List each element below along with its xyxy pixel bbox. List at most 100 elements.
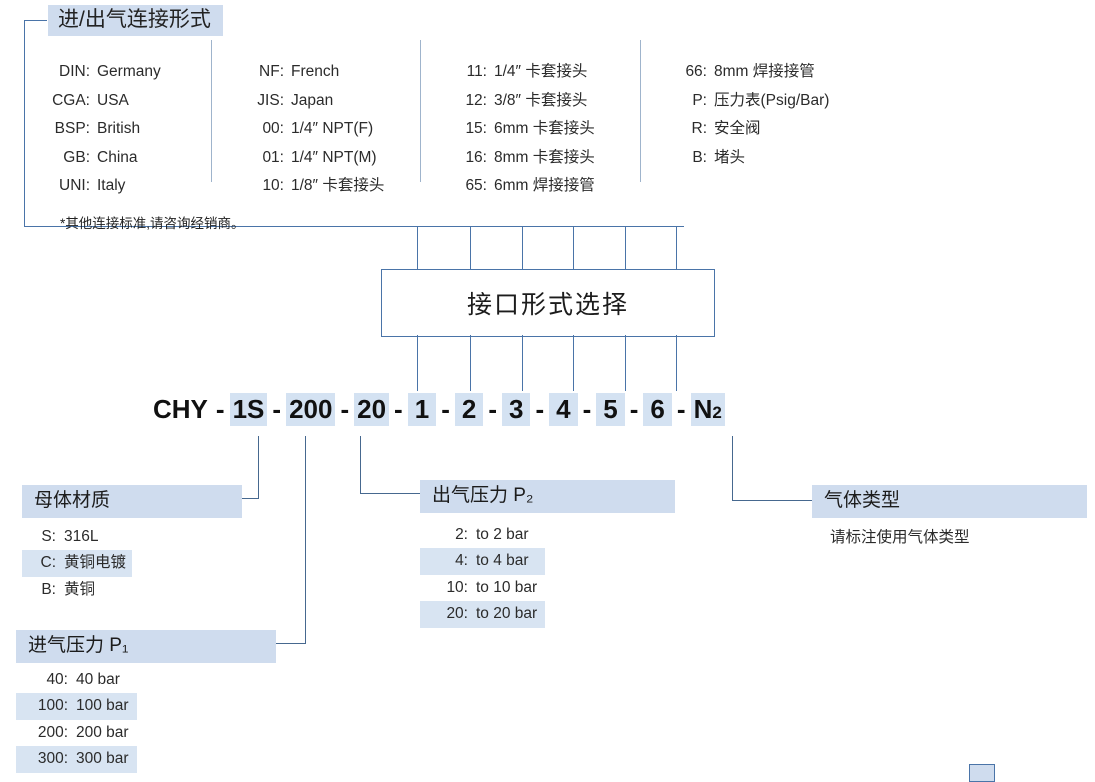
list-item: UNI: Italy [42, 172, 161, 201]
option-key: 200: [37, 723, 68, 741]
option-key: 10: [262, 177, 284, 195]
connector-inlet-horz [272, 643, 306, 644]
option-key: 01: [262, 148, 284, 166]
connection-type-panel: 进/出气连接形式 DIN:Germany CGA:USA BSP:British… [24, 5, 1024, 231]
connector-down-6 [676, 335, 677, 391]
code-token-port-2: 2 [454, 393, 484, 426]
code-token-gas-text: N [693, 394, 713, 424]
option-key: B: [41, 580, 56, 598]
code-token-gas: N2 [690, 393, 725, 426]
model-code: CHY - 1S - 200 - 20 - 1 - 2 - 3 - 4 - 5 … [150, 393, 725, 426]
option-key: DIN: [59, 63, 90, 80]
panel-bottom-border [24, 226, 684, 227]
option-value: Italy [97, 177, 126, 195]
option-key: 20: [446, 605, 468, 623]
option-key: 2: [455, 526, 468, 543]
option-value: 100 bar [76, 697, 129, 715]
option-key: C: [40, 554, 57, 572]
list-item: 16:8mm 卡套接头 [461, 144, 594, 173]
code-token-gas-subscript: 2 [712, 403, 722, 422]
option-key: UNI: [59, 177, 90, 195]
column-divider-1 [211, 40, 212, 182]
list-item: 20: to 20 bar [420, 601, 546, 628]
threads-column: NF: French JIS:Japan 00: 1/4″ NPT(F) 01: 1/… [252, 58, 384, 201]
option-value: 200 bar [76, 723, 129, 741]
code-separator: - [340, 394, 350, 424]
option-value: 1/4″ 卡套接头 [494, 63, 588, 80]
option-key: BSP: [54, 120, 90, 138]
option-key: 65: [465, 177, 487, 195]
option-value: 6mm 卡套接头 [494, 120, 595, 138]
option-value: 黄铜 [64, 580, 96, 598]
list-item: JIS:Japan [252, 87, 384, 116]
code-token-port-1: 1 [407, 393, 437, 426]
option-key: 11: [466, 63, 487, 80]
outlet-pressure-list: 2:to 2 bar 4: to 4 bar 10:to 10 bar 20: to… [420, 522, 546, 628]
list-item: 300:300 bar [16, 746, 137, 773]
option-key: 66: [685, 63, 707, 80]
option-value: Germany [97, 63, 161, 80]
option-value: to 20 bar [476, 605, 538, 623]
option-value: 300 bar [76, 750, 129, 768]
connector-down-3 [522, 335, 523, 391]
list-item: 10:to 10 bar [420, 575, 545, 601]
list-item: 40:40 bar [16, 667, 137, 693]
connector-up-1 [417, 226, 418, 269]
code-token-port-3: 3 [502, 393, 531, 426]
connector-outlet-vert [360, 436, 361, 493]
code-separator: - [441, 394, 450, 424]
option-key: 40: [46, 671, 68, 688]
code-separator: - [582, 394, 592, 424]
list-item: 2:to 2 bar [420, 522, 545, 548]
option-value: USA [97, 91, 129, 109]
code-separator: - [215, 394, 225, 424]
list-item: 15: 6mm 卡套接头 [461, 115, 595, 144]
list-item: 66: 8mm 焊接接管 [681, 58, 829, 87]
option-value: 8mm 焊接接管 [714, 63, 815, 80]
column-divider-3 [640, 40, 641, 182]
list-item: S:316L [22, 524, 132, 550]
option-value: 1/4″ NPT(F) [291, 120, 374, 138]
connector-gas-horz [732, 500, 812, 501]
option-value: 6mm 焊接接管 [494, 177, 595, 195]
code-separator: - [535, 394, 545, 424]
code-separator: - [488, 394, 497, 424]
connector-up-2 [470, 226, 471, 269]
connector-material-vert [258, 436, 259, 498]
option-value: China [97, 148, 138, 166]
list-item: BSP:British [42, 115, 161, 144]
list-item: NF: French [252, 58, 384, 87]
option-value: to 4 bar [476, 552, 529, 570]
inlet-pressure-list: 40:40 bar 100: 100 bar 200: 200 bar 300:30… [16, 667, 137, 773]
corner-widget[interactable] [969, 764, 995, 782]
code-separator: - [676, 394, 686, 424]
panel-bracket-stub [24, 20, 47, 21]
option-value: to 10 bar [476, 578, 538, 596]
connector-down-2 [470, 335, 471, 391]
option-value: French [291, 63, 340, 80]
connector-down-5 [625, 335, 626, 391]
option-key: 15: [465, 120, 487, 138]
option-key: NF: [259, 63, 284, 80]
code-separator: - [394, 394, 403, 424]
option-value: 316L [64, 528, 99, 545]
code-token-material: 1S [229, 393, 268, 426]
option-key: P: [692, 91, 707, 109]
list-item: 4: to 4 bar [420, 548, 546, 575]
list-item: B: 黄铜 [22, 577, 132, 603]
option-value: 1/4″ NPT(M) [291, 148, 377, 166]
option-key: B: [692, 148, 707, 166]
option-value: 堵头 [714, 148, 746, 166]
option-key: R: [691, 120, 708, 138]
option-key: 100: [37, 697, 68, 715]
option-value: 黄铜电镀 [64, 554, 127, 572]
option-value: 3/8″ 卡套接头 [494, 91, 588, 109]
option-key: 00: [262, 120, 284, 138]
list-item: C: 黄铜电镀 [22, 550, 133, 577]
body-material-list: S:316L C: 黄铜电镀 B: 黄铜 [22, 524, 133, 603]
list-item: 01: 1/4″ NPT(M) [252, 144, 384, 173]
option-key: 4: [455, 552, 468, 570]
list-item: 11: 1/4″ 卡套接头 [461, 58, 595, 87]
option-key: CGA: [52, 91, 90, 109]
connector-down-4 [573, 335, 574, 391]
